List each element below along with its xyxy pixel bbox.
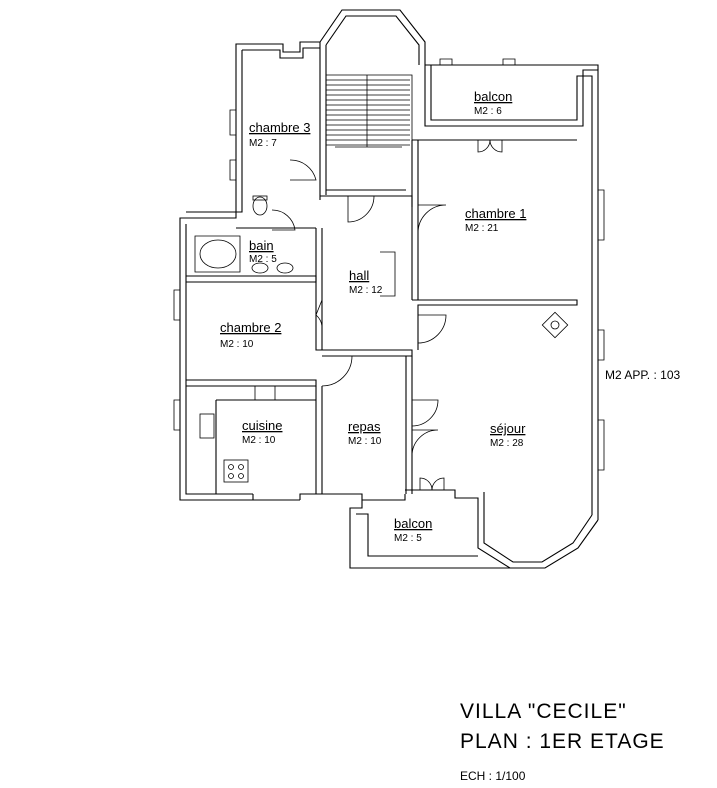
room-name-bain: bain bbox=[249, 238, 274, 253]
room-area-chambre-3: M2 : 7 bbox=[249, 138, 277, 149]
room-area-cuisine: M2 : 10 bbox=[242, 435, 276, 446]
title-scale: ECH : 1/100 bbox=[460, 769, 526, 783]
room-area-balcon-bottom: M2 : 5 bbox=[394, 533, 422, 544]
room-area-chambre-2: M2 : 10 bbox=[220, 339, 254, 350]
room-area-sejour: M2 : 28 bbox=[490, 438, 524, 449]
room-name-chambre-3: chambre 3 bbox=[249, 120, 310, 135]
exterior-walls bbox=[179, 9, 599, 569]
title-villa: VILLA "CECILE" bbox=[460, 700, 627, 723]
total-area-label: M2 APP. : 103 bbox=[605, 368, 680, 382]
room-name-sejour: séjour bbox=[490, 421, 526, 436]
room-name-repas: repas bbox=[348, 419, 381, 434]
window-marks bbox=[173, 58, 605, 471]
room-name-balcon-bottom: balcon bbox=[394, 516, 432, 531]
title-block: VILLA "CECILE" PLAN : 1ER ETAGE ECH : 1/… bbox=[460, 700, 665, 783]
fixtures bbox=[194, 195, 569, 483]
doors bbox=[271, 139, 503, 491]
room-area-balcon-top: M2 : 6 bbox=[474, 106, 502, 117]
room-area-bain: M2 : 5 bbox=[249, 254, 277, 265]
room-area-chambre-1: M2 : 21 bbox=[465, 223, 499, 234]
room-name-hall: hall bbox=[349, 268, 369, 283]
interior-walls bbox=[186, 74, 578, 494]
room-area-hall: M2 : 12 bbox=[349, 285, 383, 296]
room-labels: chambre 3 M2 : 7 balcon M2 : 6 chambre 1… bbox=[220, 89, 526, 544]
room-name-balcon-top: balcon bbox=[474, 89, 512, 104]
title-plan: PLAN : 1ER ETAGE bbox=[460, 730, 665, 753]
room-name-cuisine: cuisine bbox=[242, 418, 282, 433]
room-area-repas: M2 : 10 bbox=[348, 436, 382, 447]
room-name-chambre-1: chambre 1 bbox=[465, 206, 526, 221]
room-name-chambre-2: chambre 2 bbox=[220, 320, 281, 335]
